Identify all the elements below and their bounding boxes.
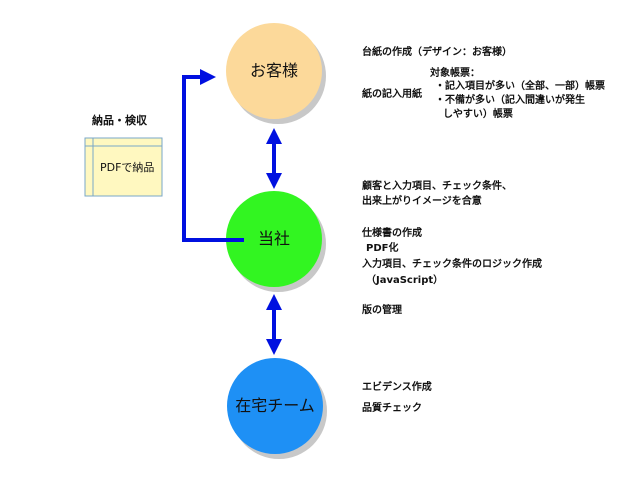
customer-node	[226, 23, 322, 119]
customer-note-target-heading: 対象帳票：	[430, 68, 480, 79]
company-note-agree-2: 出来上がりイメージを合意	[362, 196, 482, 207]
customer-note-paper-label: 紙の記入用紙	[362, 89, 422, 100]
company-note-logic: 入力項目、チェック条件のロジック作成	[362, 259, 542, 270]
delivery-acceptance-title: 納品・検収	[92, 114, 147, 127]
customer-node-label: お客様	[249, 61, 298, 80]
company-note-pdf: PDF化	[366, 243, 399, 254]
company-node	[226, 191, 322, 287]
customer-note-target-2: ・不備が多い（記入間違いが発生	[435, 95, 585, 106]
company-note-agree-1: 顧客と入力項目、チェック条件、	[362, 181, 512, 192]
customer-note-target-1: ・記入項目が多い（全部、一部）帳票	[435, 81, 605, 92]
customer-note-target-3: しやすい）帳票	[443, 109, 513, 120]
company-note-js: （JavaScript）	[366, 275, 444, 286]
team-note-quality: 品質チェック	[362, 403, 422, 414]
company-note-spec: 仕様書の作成	[362, 228, 422, 239]
pdf-document-icon	[84, 137, 163, 197]
pdf-delivery-label: PDFで納品	[100, 161, 155, 174]
team-note-evidence: エビデンス作成	[362, 382, 432, 393]
delivery-connector-arrow	[182, 69, 244, 242]
company-note-version: 版の管理	[362, 305, 402, 316]
customer-note-template: 台紙の作成（デザイン：お客様）	[362, 47, 512, 58]
team-node-label: 在宅チーム	[235, 396, 315, 415]
team-node	[227, 358, 323, 454]
company-node-label: 当社	[257, 229, 290, 248]
